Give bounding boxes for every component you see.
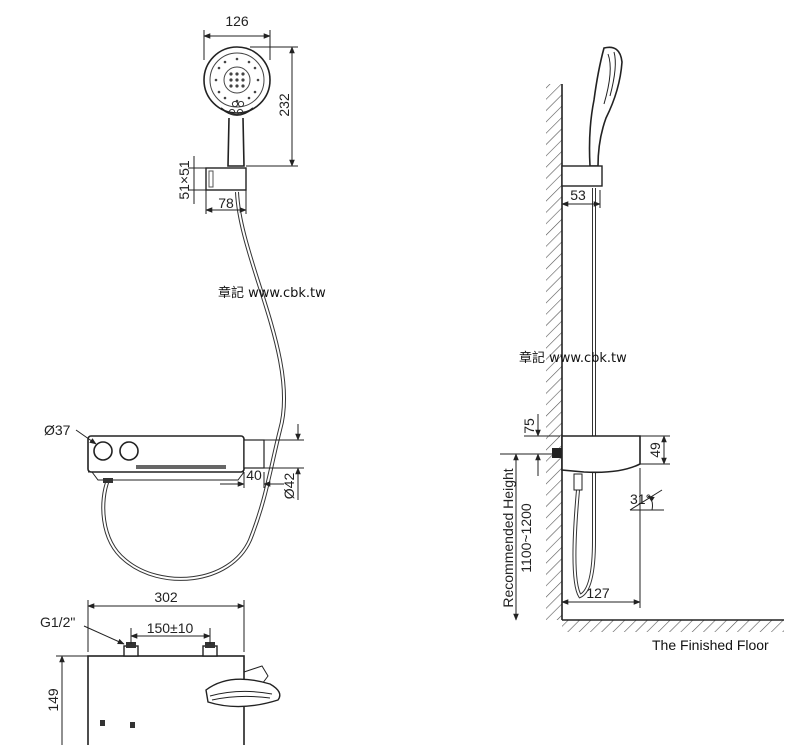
front-view: 126 232 51×51 78 Ø37 Ø42 40 章記 www.cbk.t… (44, 13, 326, 581)
handshower-top (205, 678, 281, 708)
dim-outlet-offset: 40 (246, 467, 262, 483)
dim-height-above-bar: 75 (521, 418, 537, 434)
wall-holder-side (561, 165, 603, 187)
floor-label: The Finished Floor (652, 637, 769, 653)
handshower-side (588, 46, 623, 167)
axis-label-line2: 1100~1200 (518, 503, 534, 573)
watermark-left: 章記 www.cbk.tw (218, 285, 326, 301)
top-view: 302 150±10 G1/2" 149 (40, 589, 281, 745)
floor-hatch (562, 620, 784, 632)
dim-total-width: 302 (154, 589, 178, 605)
side-view: The Finished Floor 53 75 49 31° (500, 46, 784, 653)
dim-tilt-angle: 31° (630, 491, 651, 507)
handshower-handle (227, 117, 245, 167)
dim-handshower-width: 126 (225, 13, 249, 29)
dim-outlet-diameter: Ø42 (281, 473, 297, 500)
dim-holder-depth: 78 (218, 195, 234, 211)
handshower-head (203, 46, 271, 116)
dim-bar-height: 49 (647, 442, 663, 458)
dim-thread: G1/2" (40, 614, 75, 630)
dim-holder-projection: 53 (570, 187, 586, 203)
wall-hatch (546, 84, 562, 620)
thermostat-bar-front (87, 435, 265, 483)
shower-hose-side (572, 188, 596, 599)
dim-inlet-spacing: 150±10 (147, 620, 194, 636)
dim-depth: 149 (45, 688, 61, 712)
thermostat-bar-side (561, 435, 641, 474)
dim-bar-depth: 127 (586, 585, 610, 601)
dim-holder-size: 51×51 (176, 160, 192, 200)
dim-knob-diameter: Ø37 (44, 422, 71, 438)
axis-label-line1: Recommended Height (500, 468, 516, 607)
dim-handshower-length: 232 (276, 93, 292, 117)
wall-holder (205, 167, 247, 191)
watermark-right: 章記 www.cbk.tw (519, 350, 627, 366)
